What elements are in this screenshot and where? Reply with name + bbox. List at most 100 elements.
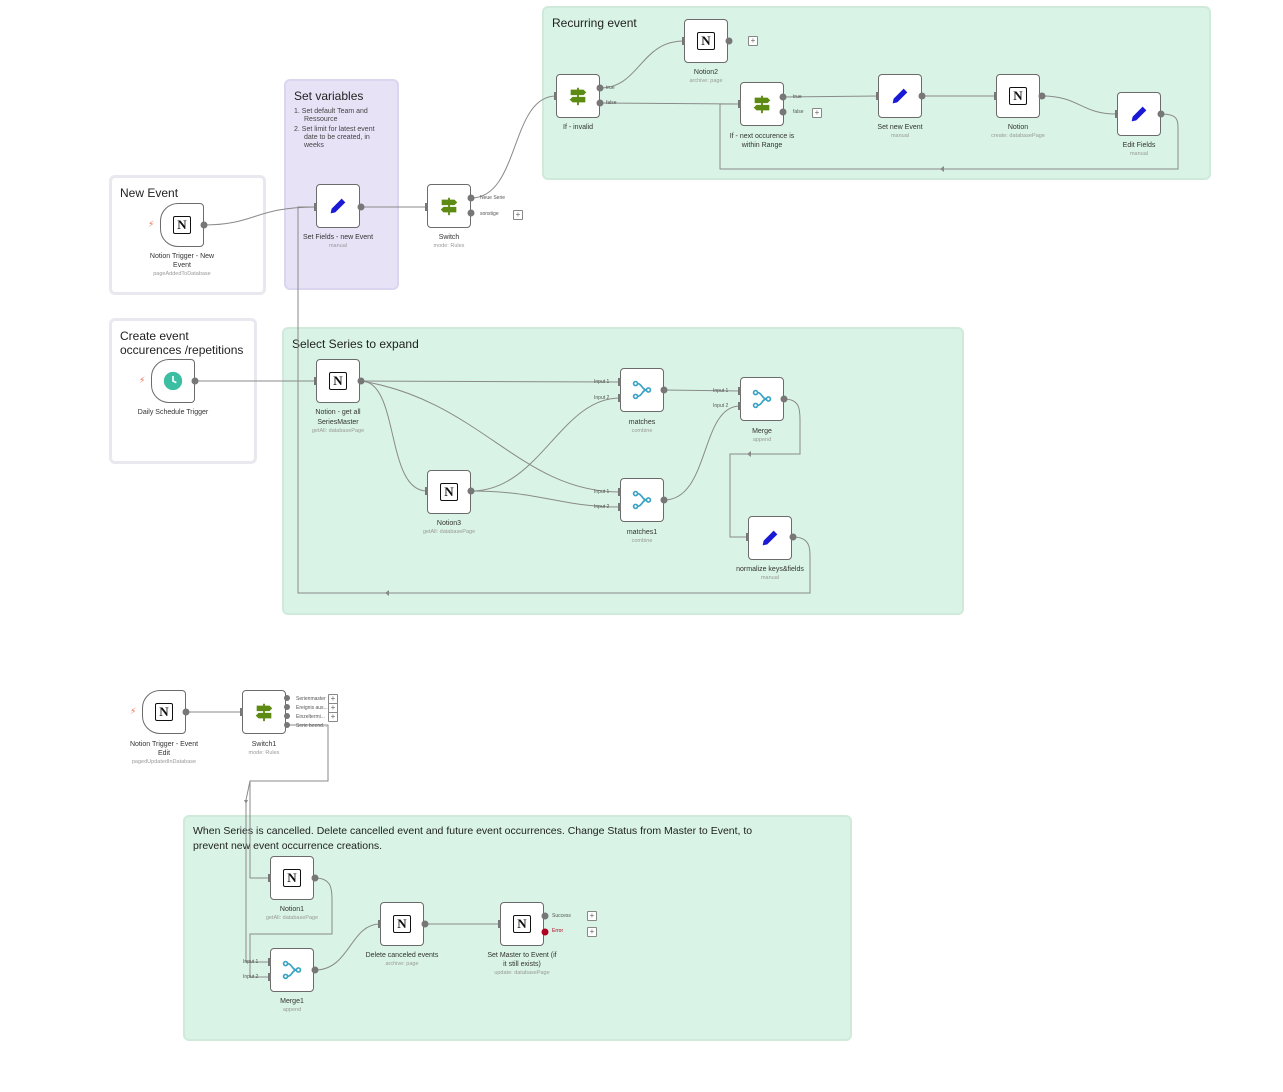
- node-subtitle: archive: page: [689, 78, 723, 84]
- input-port: [314, 377, 317, 385]
- output-port: [467, 487, 475, 495]
- node-set-master-to-event[interactable]: N: [500, 902, 544, 946]
- input-port: [268, 958, 271, 966]
- output-port: [918, 92, 926, 100]
- sticky-title: New Event: [120, 186, 179, 200]
- input-port: [876, 92, 879, 100]
- node-label: Switch: [438, 234, 460, 241]
- input-port: [314, 203, 317, 211]
- input-port: [682, 37, 685, 45]
- output-port: [284, 695, 290, 701]
- plus-icon[interactable]: +: [513, 210, 523, 220]
- node-subtitle: mode: Rules: [433, 243, 465, 249]
- sticky-item: Ressource: [304, 116, 338, 123]
- node-if-invalid[interactable]: [556, 74, 600, 118]
- input-port: [738, 402, 741, 410]
- notion-icon: N: [697, 32, 715, 50]
- input-port: [268, 973, 271, 981]
- sticky-item: weeks: [304, 142, 324, 149]
- node-matches1[interactable]: [620, 478, 664, 522]
- port-label: true: [606, 85, 615, 91]
- wire-arrow: [244, 800, 248, 804]
- plus-icon[interactable]: +: [812, 108, 822, 118]
- port-label-error: Error: [552, 928, 564, 934]
- sticky-item: date to be created, in: [304, 134, 370, 141]
- plus-icon[interactable]: +: [328, 712, 338, 722]
- merge-icon: [752, 389, 772, 409]
- input-port: [618, 503, 621, 511]
- output-port: [200, 221, 208, 229]
- sticky-title: Select Series to expand: [292, 337, 419, 351]
- node-switch1[interactable]: [242, 690, 286, 734]
- wire: [297, 206, 811, 594]
- node-matches[interactable]: [620, 368, 664, 412]
- output-port: [182, 708, 190, 716]
- output-port: [357, 377, 365, 385]
- input-port: [1115, 110, 1118, 118]
- output-port: [284, 704, 290, 710]
- node-label: Set Fields - new Event: [302, 234, 374, 241]
- input-port: [425, 203, 428, 211]
- node-label: Merge: [752, 428, 772, 435]
- node-set-fields-new-event[interactable]: [316, 184, 360, 228]
- node-subtitle: combine: [631, 428, 653, 434]
- sticky-item: 2. Set limit for latest event: [294, 126, 375, 133]
- pencil-icon: [762, 530, 778, 546]
- input-port: [618, 488, 621, 496]
- error-output-port: [541, 928, 549, 936]
- output-port: [725, 37, 733, 45]
- output-port: [467, 194, 475, 202]
- sticky-text-line2: prevent new event occurrence creations.: [193, 840, 383, 852]
- output-port: [467, 209, 475, 217]
- node-label: Set new Event: [877, 124, 923, 131]
- input-port: [425, 487, 428, 495]
- node-label: Daily Schedule Trigger: [137, 409, 209, 416]
- node-notion[interactable]: N: [996, 74, 1040, 118]
- node-label: within Range: [741, 142, 783, 149]
- input-port: [994, 92, 997, 100]
- wire: [782, 95, 879, 98]
- node-subtitle: pagedUpdatedInDatabase: [131, 759, 197, 765]
- output-port: [1157, 110, 1165, 118]
- signpost-icon: [440, 197, 458, 216]
- sticky-title: Recurring event: [552, 16, 637, 30]
- sticky-text-line1: When Series is cancelled. Delete cancell…: [193, 825, 753, 837]
- port-label: Input 2: [243, 974, 259, 980]
- notion-icon: N: [1009, 87, 1027, 105]
- signpost-icon: [255, 703, 273, 722]
- notion-icon: N: [393, 915, 411, 933]
- sticky-item: 1. Set default Team and: [294, 108, 368, 115]
- input-port: [378, 920, 381, 928]
- output-port: [779, 93, 787, 101]
- node-label: normalize keys&fields: [736, 566, 804, 573]
- pencil-icon: [330, 198, 346, 214]
- node-subtitle: manual: [760, 575, 780, 581]
- node-merge1[interactable]: [270, 948, 314, 992]
- wire: [245, 780, 270, 963]
- output-port: [357, 203, 365, 211]
- input-port: [618, 394, 621, 402]
- port-label: false: [606, 100, 617, 106]
- sticky-set-variables[interactable]: Set variables 1. Set default Team and Re…: [284, 79, 399, 290]
- node-notion-trigger-new-event[interactable]: N: [160, 203, 204, 247]
- node-notion-get-all-seriesmaster[interactable]: N: [316, 359, 360, 403]
- port-label: Ereignis aus...: [296, 705, 328, 711]
- output-port: [421, 920, 429, 928]
- node-subtitle: manual: [1129, 151, 1149, 157]
- plus-icon[interactable]: +: [748, 36, 758, 46]
- node-label: Notion2: [693, 69, 719, 76]
- node-delete-canceled-events[interactable]: N: [380, 902, 424, 946]
- node-subtitle: create: databasePage: [991, 133, 1045, 139]
- node-label: If - invalid: [563, 124, 593, 131]
- node-label: Delete canceled events: [365, 952, 439, 959]
- wire-arrow: [940, 166, 944, 172]
- node-subtitle: combine: [631, 538, 653, 544]
- port-label: true: [793, 94, 802, 100]
- plus-icon[interactable]: +: [587, 911, 597, 921]
- node-label: Notion - get all: [315, 409, 361, 416]
- plus-icon[interactable]: +: [587, 927, 597, 937]
- node-label: Notion3: [436, 520, 462, 527]
- notion-icon: N: [155, 703, 173, 721]
- node-daily-schedule-trigger[interactable]: [151, 359, 195, 403]
